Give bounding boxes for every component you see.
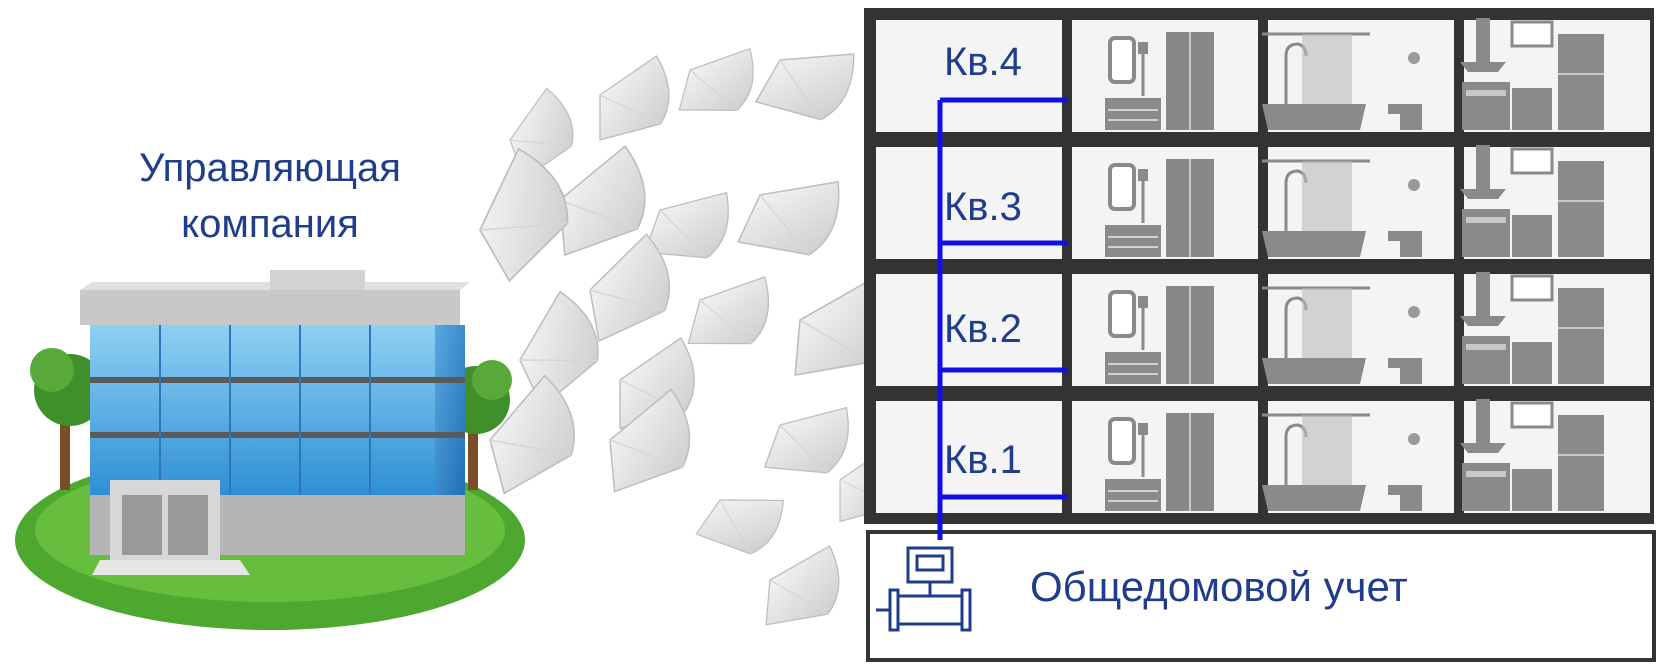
company-label: Управляющая компания xyxy=(90,140,450,252)
apartment-label-4: Кв.4 xyxy=(944,40,1022,84)
meter-label: Общедомовой учет xyxy=(1030,563,1408,610)
apartment-label-1: Кв.1 xyxy=(944,438,1022,482)
apartment-label-3: Кв.3 xyxy=(944,185,1022,229)
floor-3 xyxy=(876,143,1650,259)
apartment-label-2: Кв.2 xyxy=(944,307,1022,351)
apartment-block xyxy=(864,8,1656,662)
floor-4 xyxy=(876,16,1650,132)
riser-pipe xyxy=(937,97,1068,540)
company-label-line2: компания xyxy=(181,202,359,246)
floor-2 xyxy=(876,270,1650,386)
flow-meter-icon xyxy=(876,546,972,632)
company-label-line1: Управляющая xyxy=(139,146,401,190)
floor-1 xyxy=(876,397,1650,513)
office-building-icon xyxy=(15,270,525,630)
